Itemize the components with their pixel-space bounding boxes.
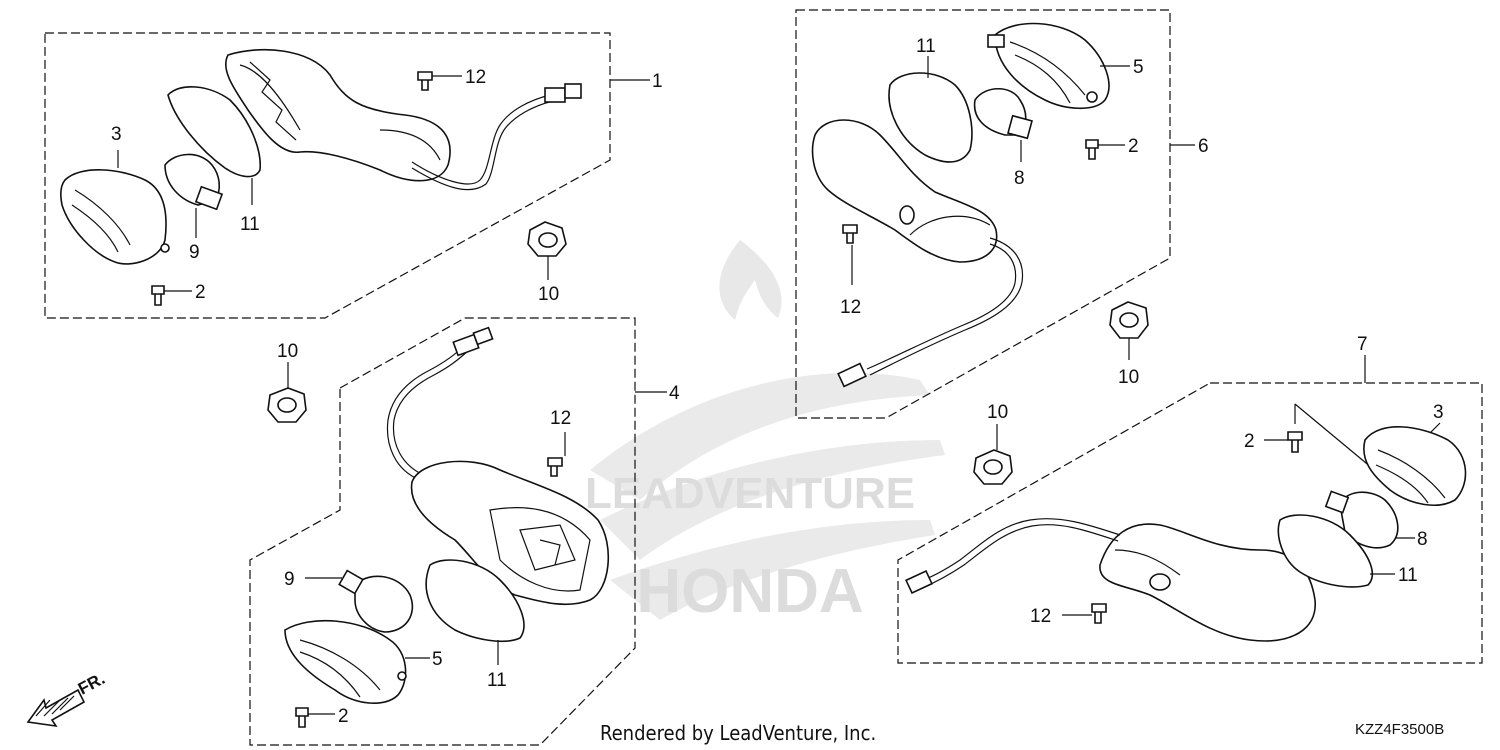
assembly-1-outline — [44, 32, 611, 319]
turn-signal-housing-part-4 — [410, 460, 610, 606]
callout-12-c: 12 — [840, 297, 861, 318]
callout-10-d: 10 — [987, 402, 1008, 423]
callout-8-b: 8 — [1417, 529, 1428, 550]
assembly-4-group: 4 12 9 5 11 2 — [249, 317, 680, 746]
callout-9: 9 — [189, 242, 200, 263]
callout-3: 3 — [111, 124, 122, 145]
bulb-part-7 — [1339, 491, 1399, 549]
watermark-flame-icon — [719, 240, 782, 320]
assembly-1-group: 1 3 9 11 12 2 — [44, 32, 663, 319]
callout-4: 4 — [669, 383, 680, 404]
callout-10-a: 10 — [538, 284, 559, 305]
screw-part — [417, 71, 433, 91]
callout-11-b: 11 — [487, 670, 507, 691]
callout-10-c: 10 — [1118, 367, 1139, 388]
lens-part-6 — [994, 22, 1110, 110]
callout-10-b: 10 — [277, 341, 298, 362]
callout-7: 7 — [1357, 334, 1368, 355]
watermark-text-line2: HONDA — [636, 557, 863, 626]
nut-10-group-c: 10 — [1109, 301, 1149, 388]
front-direction-indicator: FR. — [26, 669, 108, 728]
callout-5-a: 5 — [432, 649, 443, 670]
nut-10-group-a: 10 — [527, 221, 567, 305]
callout-2-d: 2 — [1244, 431, 1255, 452]
diagram-code: KZZ4F3500B — [1355, 721, 1444, 738]
nut-10-group-b: 10 — [267, 341, 307, 423]
lens-part-7 — [1363, 426, 1467, 506]
watermark: LEADVENTURE HONDA — [585, 240, 945, 626]
assembly-7-group: 7 3 2 8 11 12 — [897, 334, 1483, 664]
callout-1: 1 — [652, 71, 663, 92]
arrow-icon — [26, 688, 86, 728]
lens-part — [59, 169, 167, 265]
bulb-part-4 — [354, 575, 414, 633]
assembly-6-group: 6 11 5 8 2 12 — [795, 9, 1209, 419]
callout-11-d: 11 — [1398, 565, 1418, 586]
assembly-6-outline — [795, 9, 1171, 419]
callout-6: 6 — [1198, 136, 1209, 157]
turn-signal-housing-part-6 — [811, 119, 998, 263]
watermark-wing-icon — [590, 372, 945, 620]
callout-12: 12 — [465, 67, 486, 88]
callout-8-a: 8 — [1014, 168, 1025, 189]
callout-5-b: 5 — [1133, 57, 1144, 78]
callout-9-b: 9 — [284, 569, 295, 590]
footer-text: Rendered by LeadVenture, Inc. — [600, 721, 876, 745]
connector-part — [544, 87, 566, 103]
callout-12-b: 12 — [550, 408, 571, 429]
assembly-7-outline — [897, 382, 1483, 664]
callout-3-b: 3 — [1433, 402, 1444, 423]
turn-signal-housing-part-7 — [1099, 523, 1316, 642]
callout-2-c: 2 — [1128, 136, 1139, 157]
lens-part-4 — [284, 619, 407, 705]
nut-10-group-d: 10 — [973, 402, 1013, 485]
callout-11-c: 11 — [916, 36, 936, 57]
gasket-part-6 — [888, 72, 973, 163]
gasket-part — [167, 85, 261, 178]
callout-2: 2 — [195, 282, 206, 303]
gasket-part-7 — [1277, 514, 1374, 588]
callout-2-b: 2 — [338, 706, 349, 727]
gasket-part-4 — [425, 559, 525, 643]
watermark-text-line1: LEADVENTURE — [585, 469, 915, 518]
callout-12-d: 12 — [1030, 606, 1051, 627]
assembly-4-outline — [249, 317, 636, 746]
callout-11: 11 — [240, 214, 260, 235]
